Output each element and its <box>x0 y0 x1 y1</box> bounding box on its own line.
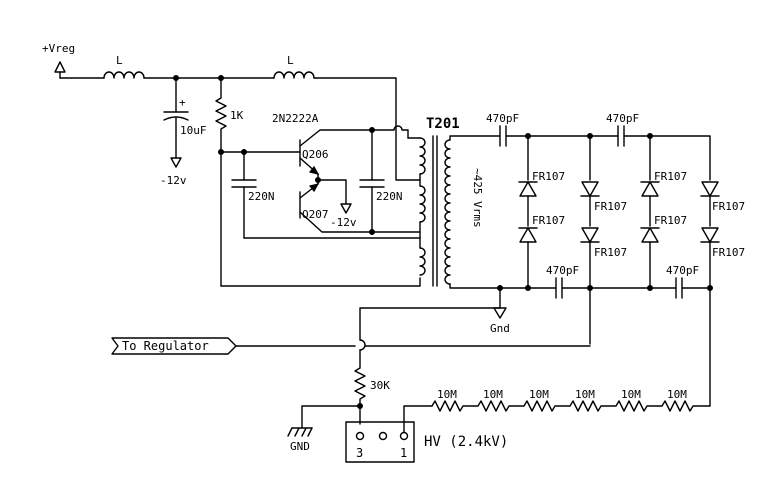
inductor-right-label: L <box>287 54 294 67</box>
diode-4 <box>580 227 600 243</box>
junction-dot <box>369 229 376 236</box>
diode-2-label: FR107 <box>532 214 565 227</box>
junction-dot <box>524 285 531 292</box>
diode-3 <box>580 181 600 197</box>
transistor-q207-label: Q207 <box>302 208 329 221</box>
transformer-t201 <box>407 135 451 287</box>
diode-3-label: FR107 <box>594 200 627 213</box>
resistor-chain-label: 10M <box>529 388 549 401</box>
hv-connector <box>345 421 415 463</box>
pump-capacitor-3 <box>555 277 563 299</box>
ground-chassis-label: GND <box>290 440 310 453</box>
pump-capacitor-1 <box>499 125 507 147</box>
resistor-bias-label: 1K <box>230 109 244 122</box>
diode-7 <box>700 181 720 197</box>
diode-8-label: FR107 <box>712 246 745 259</box>
diode-6 <box>640 227 660 243</box>
diode-5-label: FR107 <box>654 170 687 183</box>
rail-neg-emitter-label: -12v <box>330 216 357 229</box>
transistor-type-label: 2N2222A <box>272 112 319 125</box>
resistor-chain-label: 10M <box>621 388 641 401</box>
diode-7-label: FR107 <box>712 200 745 213</box>
transistor-q206-label: Q206 <box>302 148 329 161</box>
diode-6-label: FR107 <box>654 214 687 227</box>
pump-capacitor-4 <box>675 277 683 299</box>
transistor-q207 <box>299 183 421 233</box>
resistor-chain-label: 10M <box>575 388 595 401</box>
ground-secondary-label: Gnd <box>490 322 510 335</box>
capacitor-left-tank <box>231 151 257 239</box>
capacitor-input-polarity: + <box>179 96 186 109</box>
ground-chassis-symbol <box>287 427 313 437</box>
diode-1-label: FR107 <box>532 170 565 183</box>
hv-connector-label: HV (2.4kV) <box>424 434 508 450</box>
resistor-chain-label: 10M <box>483 388 503 401</box>
transformer-secondary-voltage: ~425 Vrms <box>471 168 484 228</box>
supply-label: +Vreg <box>42 42 75 55</box>
resistor-chain <box>431 400 711 412</box>
resistor-chain-label: 10M <box>437 388 457 401</box>
pump-capacitor-2 <box>617 125 625 147</box>
inductor-left-label: L <box>116 54 123 67</box>
capacitor-right-tank <box>359 129 385 233</box>
ground-secondary-symbol <box>493 307 507 319</box>
diode-1 <box>518 181 538 197</box>
diode-4-label: FR107 <box>594 246 627 259</box>
pump-capacitor-3-label: 470pF <box>546 264 579 277</box>
resistor-chain-label: 10M <box>667 388 687 401</box>
rail-neg-input-label: -12v <box>160 174 187 187</box>
pump-capacitor-4-label: 470pF <box>666 264 699 277</box>
transformer-label: T201 <box>426 116 460 132</box>
inductor-left <box>103 71 145 79</box>
pump-capacitor-2-label: 470pF <box>606 112 639 125</box>
capacitor-left-tank-label: 220N <box>248 190 275 203</box>
diode-5 <box>640 181 660 197</box>
pump-capacitor-1-label: 470pF <box>486 112 519 125</box>
hv-connector-pin-1: 1 <box>400 446 407 460</box>
hv-connector-pin-3: 3 <box>356 446 363 460</box>
regulator-connector-label: To Regulator <box>122 339 209 353</box>
diode-2 <box>518 227 538 243</box>
capacitor-input-label: 10uF <box>180 124 207 137</box>
capacitor-input <box>163 77 189 168</box>
supply-terminal <box>54 61 66 79</box>
inductor-right <box>273 71 315 79</box>
resistor-feedback-label: 30K <box>370 379 390 392</box>
resistor-bias <box>215 77 227 287</box>
regulator-connector <box>111 337 237 355</box>
resistor-feedback <box>354 367 366 425</box>
diode-8 <box>700 227 720 243</box>
capacitor-right-tank-label: 220N <box>376 190 403 203</box>
